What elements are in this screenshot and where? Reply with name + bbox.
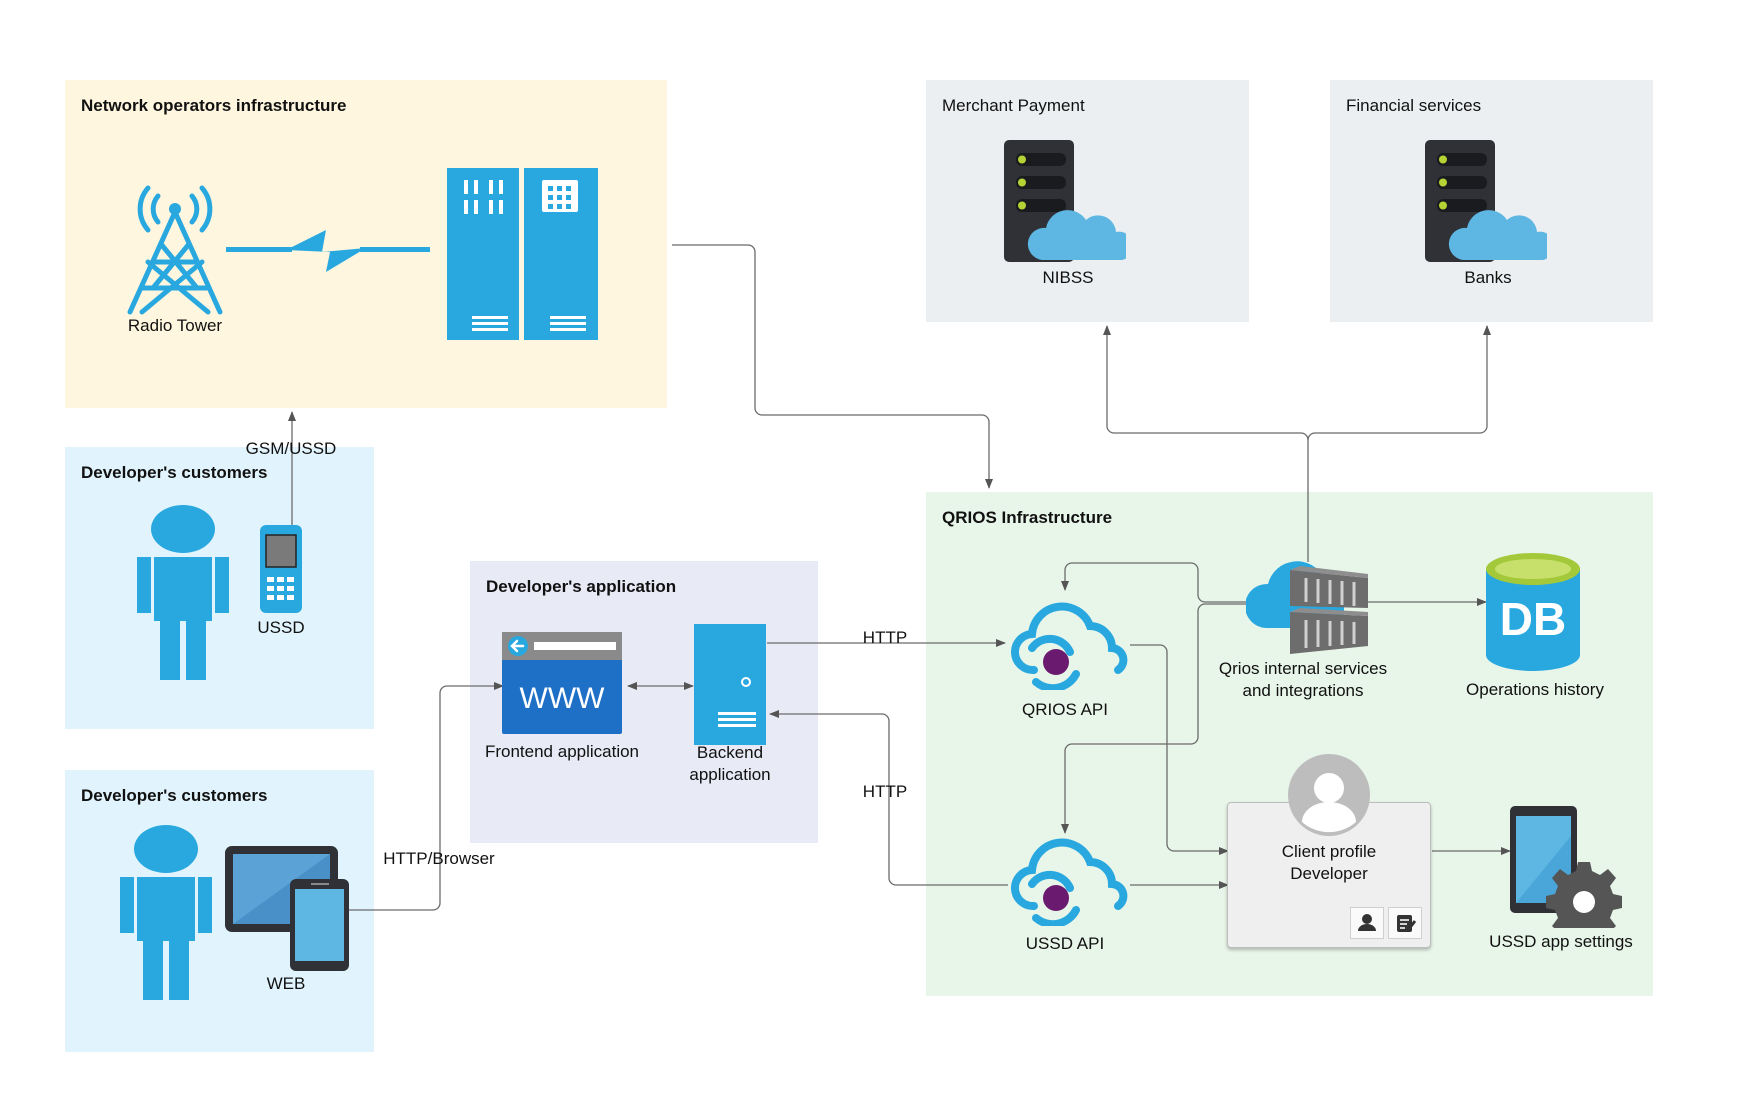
person-icon xyxy=(137,505,229,680)
client-profile-label-line2: Developer xyxy=(1290,864,1368,883)
panel-title: Network operators infrastructure xyxy=(81,96,347,115)
edge-internal-to-banks xyxy=(1307,325,1491,441)
qrios-internal-label-line2: and integrations xyxy=(1242,681,1364,700)
nibss-label: NIBSS xyxy=(1042,268,1094,287)
gsm-ussd-edge-label: GSM/USSD xyxy=(245,439,337,458)
panel-title: Developer's customers xyxy=(81,463,268,482)
banks-label: Banks xyxy=(1464,268,1512,287)
client-profile-label-line1: Client profile xyxy=(1281,842,1377,861)
http-top-edge-label: HTTP xyxy=(862,628,908,647)
edge-http-browser xyxy=(348,682,504,911)
tablet-settings-icon xyxy=(1510,806,1622,928)
panel-title: Financial services xyxy=(1346,96,1482,115)
cloud-api-icon xyxy=(1010,602,1128,690)
profile-user-button[interactable] xyxy=(1350,907,1384,939)
www-text: WWW xyxy=(520,682,606,715)
edge-internal-to-qrios-api xyxy=(1061,562,1250,603)
server-icon xyxy=(694,624,766,745)
http-bottom-edge-label: HTTP xyxy=(862,782,908,801)
backend-app-label-line1: Backend xyxy=(696,743,764,762)
qrios-api-label: QRIOS API xyxy=(1022,700,1108,719)
user-icon xyxy=(1358,914,1376,931)
tablet-phone-icon xyxy=(225,846,349,971)
edge-internal-to-ussd-api xyxy=(1061,603,1250,834)
qrios-internal-label: Qrios internal services and integrations xyxy=(1190,658,1416,702)
cloud-api-icon xyxy=(1010,838,1128,926)
profile-edit-button[interactable] xyxy=(1388,907,1422,939)
wireless-link-icon xyxy=(226,230,430,272)
radio-tower-label: Radio Tower xyxy=(127,316,223,335)
browser-window-icon: WWW xyxy=(502,632,622,734)
mobile-phone-icon xyxy=(260,525,302,613)
panel-title: Merchant Payment xyxy=(942,96,1085,115)
server-cabinet-icon xyxy=(447,168,598,340)
db-text: DB xyxy=(1500,593,1566,645)
edge-internal-to-nibss xyxy=(1103,325,1309,562)
cloud-server-icon xyxy=(1004,140,1126,262)
person-icon xyxy=(120,825,212,1000)
client-profile-label: Client profile Developer xyxy=(1228,841,1430,885)
ussd-api-label: USSD API xyxy=(1025,934,1105,953)
backend-app-label-line2: application xyxy=(689,765,771,784)
edge-http-bottom xyxy=(769,710,1008,886)
avatar-icon xyxy=(1288,754,1370,836)
merchant-payment-panel: Merchant Payment xyxy=(926,80,1249,322)
internal-services-icon xyxy=(1246,561,1368,654)
edit-note-icon xyxy=(1397,915,1417,932)
database-icon: DB xyxy=(1486,553,1580,671)
operations-history-label: Operations history xyxy=(1466,680,1604,699)
financial-services-panel: Financial services xyxy=(1330,80,1653,322)
backend-app-label: Backend application xyxy=(670,742,790,786)
edge-operators-to-qrios xyxy=(672,244,993,489)
radio-tower-icon xyxy=(127,185,223,315)
cloud-server-icon xyxy=(1425,140,1547,262)
http-browser-edge-label: HTTP/Browser xyxy=(383,849,495,868)
web-devices-label: WEB xyxy=(266,974,306,993)
ussd-app-settings-label: USSD app settings xyxy=(1489,932,1633,951)
panel-title: Developer's application xyxy=(486,577,677,596)
frontend-app-label: Frontend application xyxy=(484,742,640,761)
ussd-phone-label: USSD xyxy=(257,618,305,637)
panel-title: Developer's customers xyxy=(81,786,268,805)
edge-qrios-api-to-profile xyxy=(1130,644,1229,855)
panel-title: QRIOS Infrastructure xyxy=(942,508,1113,527)
qrios-internal-label-line1: Qrios internal services xyxy=(1218,659,1388,678)
